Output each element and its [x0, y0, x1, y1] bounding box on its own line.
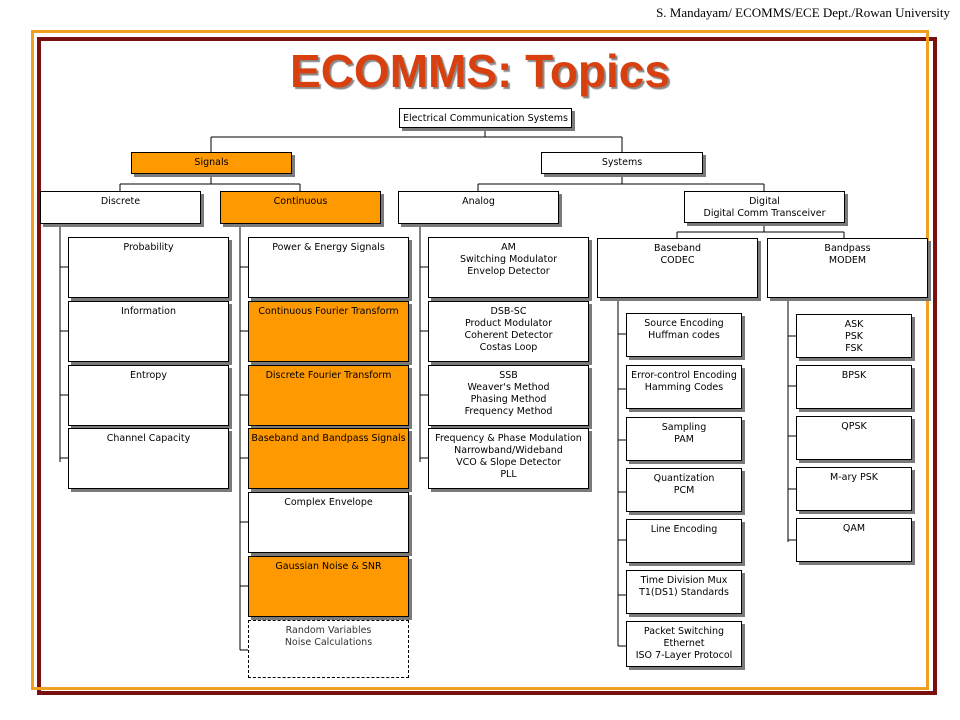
node-continuous-item: Baseband and Bandpass Signals: [248, 428, 409, 489]
node-discrete-item: Entropy: [68, 365, 229, 426]
inner-frame: [31, 30, 929, 690]
node-continuous-item: Power & Energy Signals: [248, 237, 409, 298]
node-baseband-item: Source Encoding Huffman codes: [626, 313, 742, 357]
node-bandpass-item: QPSK: [796, 416, 912, 460]
outer-frame: [37, 37, 937, 695]
node-baseband-item: Error-control Encoding Hamming Codes: [626, 365, 742, 409]
node-analog-item: SSB Weaver's Method Phasing Method Frequ…: [428, 365, 589, 426]
node-baseband-item: Line Encoding: [626, 519, 742, 563]
node-continuous-item: Continuous Fourier Transform: [248, 301, 409, 362]
node-discrete-item: Information: [68, 301, 229, 362]
node-bandpass-item: BPSK: [796, 365, 912, 409]
node-baseband-item: Quantization PCM: [626, 468, 742, 512]
node-root: Electrical Communication Systems: [399, 108, 572, 128]
node-baseband: Baseband CODEC: [597, 238, 758, 298]
node-systems: Systems: [541, 152, 703, 174]
node-discrete: Discrete: [40, 191, 201, 224]
node-continuous-item: Complex Envelope: [248, 492, 409, 553]
node-digital: Digital Digital Comm Transceiver: [684, 191, 845, 223]
node-discrete-item: Probability: [68, 237, 229, 298]
node-signals: Signals: [131, 152, 292, 174]
credit-line: S. Mandayam/ ECOMMS/ECE Dept./Rowan Univ…: [656, 5, 950, 20]
node-analog-item: DSB-SC Product Modulator Coherent Detect…: [428, 301, 589, 362]
node-baseband-item: Time Division Mux T1(DS1) Standards: [626, 570, 742, 614]
node-continuous: Continuous: [220, 191, 381, 224]
node-discrete-item: Channel Capacity: [68, 428, 229, 489]
node-baseband-item: Sampling PAM: [626, 417, 742, 461]
node-analog-item: Frequency & Phase Modulation Narrowband/…: [428, 428, 589, 489]
node-bandpass-item: ASK PSK FSK: [796, 314, 912, 358]
node-analog-item: AM Switching Modulator Envelop Detector: [428, 237, 589, 298]
node-analog: Analog: [398, 191, 559, 224]
node-continuous-item: Discrete Fourier Transform: [248, 365, 409, 426]
node-continuous-item: Gaussian Noise & SNR: [248, 556, 409, 617]
node-bandpass: Bandpass MODEM: [767, 238, 928, 298]
node-bandpass-item: M-ary PSK: [796, 467, 912, 511]
node-baseband-item: Packet Switching Ethernet ISO 7-Layer Pr…: [626, 621, 742, 667]
node-continuous-item: Random Variables Noise Calculations: [248, 620, 409, 678]
node-bandpass-item: QAM: [796, 518, 912, 562]
page-title: ECOMMS: Topics: [290, 45, 670, 97]
